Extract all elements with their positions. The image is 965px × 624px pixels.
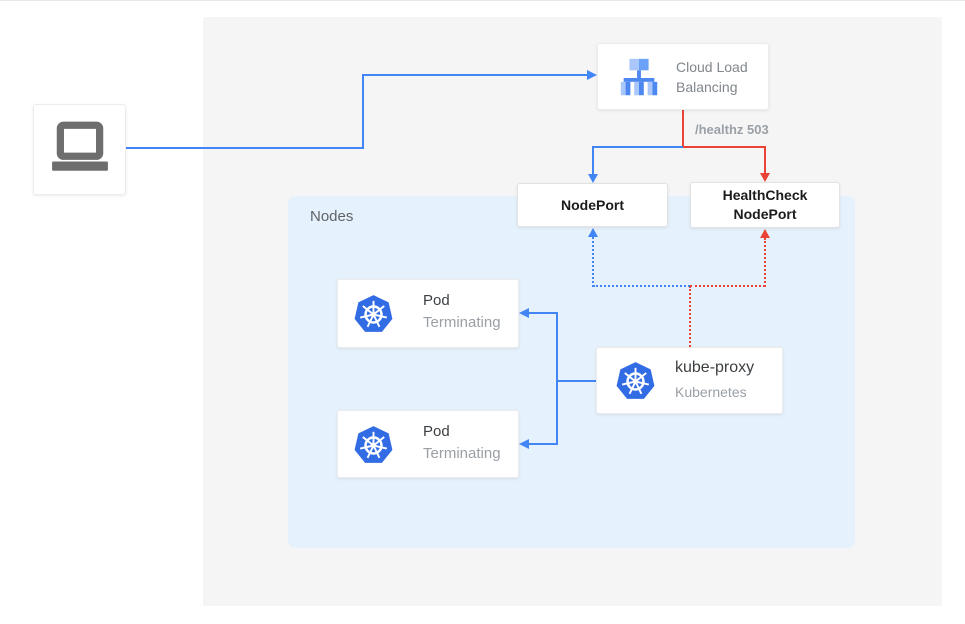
edge-kubeproxy-to-pod-top-arrowhead — [519, 308, 529, 318]
healthcheck-nodeport-label: HealthCheck NodePort — [722, 187, 808, 222]
laptop-icon — [49, 120, 111, 179]
edge-clb-to-nodeport-arrowhead — [588, 174, 598, 183]
nodes-group-label: Nodes — [310, 208, 354, 225]
edge-client-to-clb-segment — [126, 147, 364, 149]
edge-kubeproxy-to-pod-top-segment — [528, 312, 558, 314]
edge-kubeproxy-to-healthcheck-segment — [690, 285, 765, 287]
edge-client-to-clb-segment — [362, 75, 364, 149]
edge-kubeproxy-to-nodeport-segment — [592, 237, 594, 287]
kubernetes-icon — [353, 425, 394, 471]
pod-status: Terminating — [423, 445, 501, 462]
edge-kubeproxy-to-healthcheck-segment — [764, 238, 766, 287]
edge-clb-to-nodeport-segment — [592, 146, 594, 175]
kube-proxy-node: kube-proxy Kubernetes — [596, 347, 783, 414]
edge-clb-healthcheck-arrowhead — [760, 173, 770, 182]
pod-bottom-node: Pod Terminating — [337, 410, 519, 478]
edge-client-to-clb-arrowhead — [587, 70, 597, 80]
cloud-load-balancing-node: Cloud Load Balancing — [597, 43, 769, 110]
nodeport-label: NodePort — [561, 196, 624, 213]
pod-top-node: Pod Terminating — [337, 279, 519, 348]
edge-kubeproxy-to-nodeport-segment — [593, 285, 690, 287]
edge-clb-healthcheck-segment — [682, 110, 684, 148]
edge-clb-healthcheck-segment — [683, 146, 766, 148]
edge-kubeproxy-to-pods-segment — [557, 380, 596, 382]
healthcheck-nodeport-node: HealthCheck NodePort — [690, 182, 840, 228]
edge-kubeproxy-dotted-stem — [689, 286, 691, 347]
edge-kubeproxy-to-pod-bottom-arrowhead — [519, 439, 529, 449]
edge-client-to-clb-segment — [362, 74, 588, 76]
edge-kubeproxy-to-nodeport-arrowhead — [588, 228, 598, 237]
edge-clb-healthcheck-segment — [764, 146, 766, 174]
edge-kubeproxy-to-pods-segment — [556, 312, 558, 445]
healthz-route-label: /healthz 503 — [695, 122, 769, 137]
kubernetes-icon — [615, 361, 656, 407]
nodeport-node: NodePort — [517, 183, 668, 227]
edge-clb-to-nodeport-segment — [592, 146, 683, 148]
pod-title: Pod — [423, 292, 450, 309]
client-node — [33, 104, 126, 195]
kube-proxy-title: kube-proxy — [675, 359, 755, 376]
edge-kubeproxy-to-pod-bottom-segment — [528, 443, 558, 445]
edge-kubeproxy-to-healthcheck-arrowhead — [760, 229, 770, 238]
kubernetes-icon — [353, 294, 394, 340]
pod-title: Pod — [423, 423, 450, 440]
pod-status: Terminating — [423, 314, 501, 331]
cloud-load-balancing-icon — [614, 55, 664, 106]
kube-proxy-subtitle: Kubernetes — [675, 384, 747, 400]
cloud-load-balancing-label: Cloud Load Balancing — [676, 59, 748, 95]
